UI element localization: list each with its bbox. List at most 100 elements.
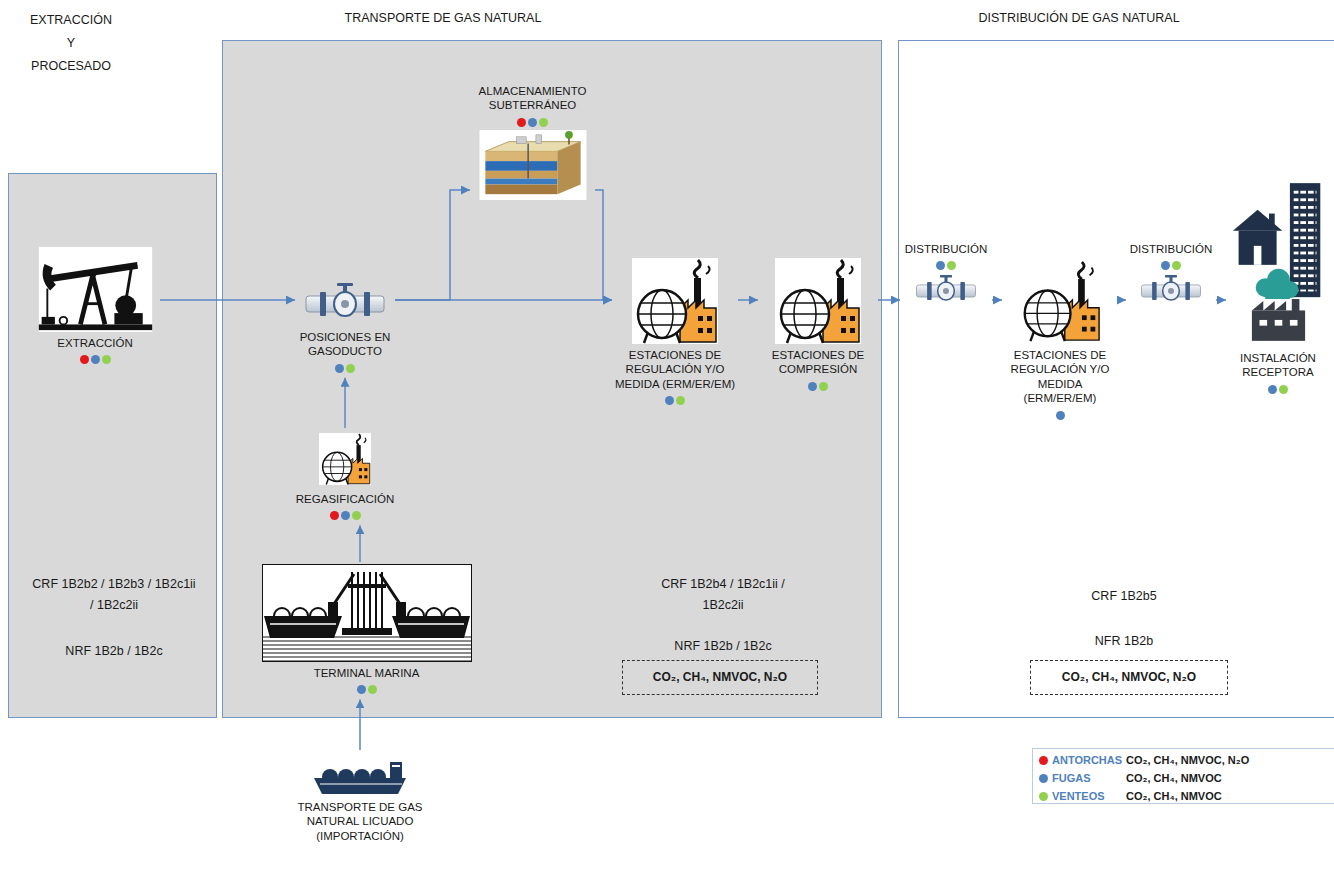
flow-arrow <box>395 190 470 300</box>
flow-arrow <box>359 699 361 750</box>
emission-dot <box>1056 411 1065 420</box>
node-label: EXTRACCIÓN <box>57 336 132 350</box>
process-icon-node: DISTRIBUCIÓN <box>1126 240 1216 311</box>
flow-arrow <box>595 190 612 300</box>
emission-dot <box>517 118 526 127</box>
flow-arrow <box>738 299 758 301</box>
text-slot: EXTRACCIÓN Y PROCESADO <box>26 9 116 78</box>
process-icon-node: REGASIFICACIÓN <box>285 428 405 525</box>
process-illustration <box>632 258 718 344</box>
stage-panel: EXTRACCIÓN Y PROCESADOCRF 1B2b2 / 1B2b3 … <box>8 173 217 718</box>
emission-dot <box>91 355 100 364</box>
emission-dot <box>330 511 339 520</box>
process-icon-node: TERMINAL MARINA <box>258 562 475 699</box>
gas-list: CO₂, CH₄, NMVOC <box>1126 769 1222 787</box>
node-label: CRF 1B2b2 / 1B2b3 / 1B2c1ii / 1B2c2ii <box>29 574 199 616</box>
emission-dot <box>368 685 377 694</box>
emission-dot <box>1279 385 1288 394</box>
flow-arrow <box>359 525 361 562</box>
emission-dot <box>346 364 355 373</box>
process-illustration <box>1231 177 1326 347</box>
node-label: INSTALACIÓN RECEPTORA <box>1228 351 1328 380</box>
gas-list-box: CO₂, CH₄, NMVOC, N₂O <box>622 660 818 695</box>
flow-arrow <box>1118 299 1126 301</box>
text-slot: CO₂, CH₄, NMVOC, N₂O <box>1126 751 1249 769</box>
flow-arrow <box>344 378 346 428</box>
process-icon-node: ALMACENAMIENTO SUBTERRÁNEO <box>470 82 595 202</box>
emission-dot <box>808 382 817 391</box>
process-illustration <box>1140 273 1202 309</box>
flow-arrow <box>395 299 612 301</box>
text-slot: NRF 1B2b / 1B2c <box>29 641 199 662</box>
emission-dots <box>1056 411 1065 420</box>
text-slot: DISTRIBUCIÓN DE GAS NATURAL <box>929 9 1229 27</box>
gas-list: CO₂, CH₄, NMVOC <box>1126 787 1222 805</box>
process-illustration <box>262 564 472 662</box>
emission-dot <box>335 364 344 373</box>
process-icon-node: POSICIONES EN GASODUCTO <box>295 280 395 378</box>
node-label: ESTACIONES DE REGULACIÓN Y/O MEDIDA (ERM… <box>614 348 736 391</box>
text-slot: CO₂, CH₄, NMVOC <box>1126 769 1222 787</box>
text-slot: CO₂, CH₄, NMVOC <box>1126 787 1222 805</box>
emission-dot <box>665 396 674 405</box>
legend-row: ANTORCHAS <box>1039 751 1122 769</box>
emission-dot <box>102 355 111 364</box>
text-slot: CRF 1B2b2 / 1B2b3 / 1B2c1ii / 1B2c2ii <box>29 574 199 616</box>
process-illustration <box>304 282 386 326</box>
emission-dots <box>1161 261 1181 270</box>
legend-text: FUGAS <box>1052 769 1091 787</box>
text-slot: NRF 1B2b / 1B2c <box>643 636 803 657</box>
process-icon-node: ESTACIONES DE COMPRESIÓN <box>758 256 878 396</box>
node-label: DISTRIBUCIÓN <box>1130 242 1212 256</box>
process-icon-node: ESTACIONES DE REGULACIÓN Y/O MEDIDA (ERM… <box>1002 256 1118 425</box>
emission-dot <box>528 118 537 127</box>
text-slot: CRF 1B2b5 <box>1059 586 1189 607</box>
node-label: TRANSPORTE DE GAS NATURAL <box>313 9 573 27</box>
process-icon-node: DISTRIBUCIÓN <box>900 240 992 311</box>
node-label: ESTACIONES DE REGULACIÓN Y/O MEDIDA (ERM… <box>1004 348 1116 406</box>
node-label: TRANSPORTE DE GAS NATURAL LICUADO (IMPOR… <box>292 800 428 843</box>
text-slot: TRANSPORTE DE GAS NATURAL <box>313 9 573 27</box>
process-illustration <box>1019 258 1101 344</box>
emission-dots <box>330 511 361 520</box>
process-illustration <box>312 752 408 796</box>
emission-dot <box>1172 261 1181 270</box>
node-label: ESTACIONES DE COMPRESIÓN <box>760 348 876 377</box>
node-label: CRF 1B2b5 <box>1059 586 1189 607</box>
emission-dots <box>808 382 828 391</box>
emission-dots <box>1268 385 1288 394</box>
flow-arrow <box>878 299 900 301</box>
node-label: NFR 1B2b <box>1059 631 1189 652</box>
node-label: EXTRACCIÓN Y PROCESADO <box>26 9 116 78</box>
process-illustration <box>38 247 153 332</box>
text-slot: NFR 1B2b <box>1059 631 1189 652</box>
node-label: ALMACENAMIENTO SUBTERRÁNEO <box>472 84 593 113</box>
flow-arrow <box>160 299 295 301</box>
emission-dot <box>1268 385 1277 394</box>
node-label: TERMINAL MARINA <box>314 666 420 680</box>
process-icon-node: INSTALACIÓN RECEPTORA <box>1226 175 1330 399</box>
legend-row: FUGAS <box>1039 769 1091 787</box>
text-slot: CRF 1B2b4 / 1B2c1ii / 1B2c2ii <box>643 574 803 616</box>
legend-text: VENTEOS <box>1052 787 1105 805</box>
node-label: CO₂, CH₄, NMVOC, N₂O <box>1037 670 1221 685</box>
legend-swatch <box>1039 774 1048 783</box>
flow-arrow <box>992 299 1002 301</box>
emission-dot <box>352 511 361 520</box>
emission-dots <box>936 261 956 270</box>
gas-list-box: CO₂, CH₄, NMVOC, N₂O <box>1030 660 1228 695</box>
emission-dot <box>80 355 89 364</box>
process-illustration <box>319 430 371 488</box>
node-label: POSICIONES EN GASODUCTO <box>297 330 393 359</box>
node-label: DISTRIBUCIÓN <box>905 242 987 256</box>
flow-arrow <box>1216 299 1226 301</box>
emission-dots <box>517 118 548 127</box>
legend-text: ANTORCHAS <box>1052 751 1122 769</box>
emission-dot <box>1161 261 1170 270</box>
emission-dot <box>947 261 956 270</box>
node-label: CO₂, CH₄, NMVOC, N₂O <box>629 670 811 685</box>
emission-dots <box>665 396 685 405</box>
node-label: REGASIFICACIÓN <box>296 492 394 506</box>
process-illustration <box>775 258 861 344</box>
